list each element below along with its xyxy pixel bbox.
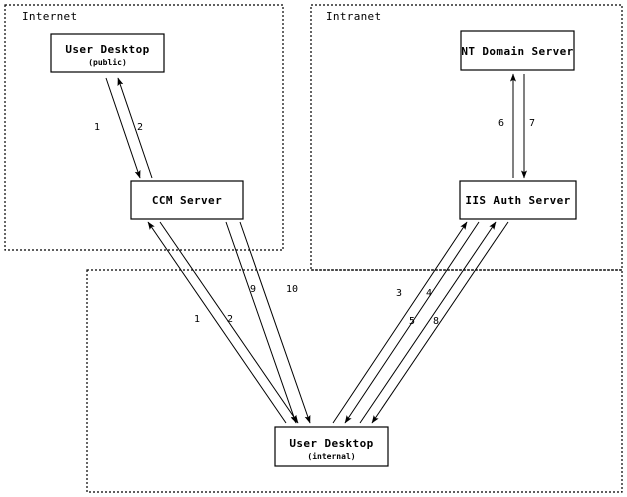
node-user-desktop-internal[interactable]: User Desktop (internal): [274, 426, 389, 467]
node-ccm-server[interactable]: CCM Server: [130, 180, 244, 220]
zone-internet-label: Internet: [22, 10, 77, 23]
flow-line-public-step-1: [105, 77, 141, 179]
zone-lower-boundary: [86, 269, 623, 493]
flow-line-step-3: [332, 221, 468, 424]
flow-line-step-4: [344, 221, 480, 424]
flow-line-step-10: [239, 221, 311, 424]
node-user-desktop-public-subtitle: (public): [88, 57, 127, 67]
node-iis-auth-server-title: IIS Auth Server: [465, 194, 570, 207]
node-nt-domain-server[interactable]: NT Domain Server: [460, 30, 575, 71]
zone-internet-boundary: [4, 4, 284, 251]
flow-line-internal-step-2: [159, 221, 299, 424]
step-label-2-public: 2: [137, 122, 143, 133]
zone-intranet-label: Intranet: [326, 10, 381, 23]
node-user-desktop-internal-subtitle: (internal): [307, 451, 355, 461]
step-label-8: 8: [433, 316, 439, 327]
node-user-desktop-public-title: User Desktop: [65, 43, 149, 56]
flow-line-step-9: [225, 221, 297, 424]
step-label-1-internal: 1: [194, 314, 200, 325]
step-label-10: 10: [286, 284, 298, 295]
node-ccm-server-title: CCM Server: [152, 194, 222, 207]
flow-line-public-step-2: [117, 77, 153, 179]
step-label-1-public: 1: [94, 122, 100, 133]
step-label-5: 5: [409, 316, 415, 327]
node-user-desktop-internal-box: [274, 426, 389, 467]
step-label-4: 4: [426, 288, 432, 299]
node-iis-auth-server[interactable]: IIS Auth Server: [459, 180, 577, 220]
step-label-2-internal: 2: [227, 314, 233, 325]
node-iis-auth-server-box: [459, 180, 577, 220]
flow-line-internal-step-1: [147, 221, 287, 424]
node-user-desktop-public[interactable]: User Desktop (public): [50, 33, 165, 73]
flow-line-step-5: [359, 221, 497, 424]
node-user-desktop-public-box: [50, 33, 165, 73]
step-label-6: 6: [498, 118, 504, 129]
node-nt-domain-server-box: [460, 30, 575, 71]
node-nt-domain-server-title: NT Domain Server: [461, 45, 573, 58]
node-user-desktop-internal-title: User Desktop: [289, 437, 373, 450]
step-label-7: 7: [529, 118, 535, 129]
step-label-3: 3: [396, 288, 402, 299]
step-label-9: 9: [250, 284, 256, 295]
node-ccm-server-box: [130, 180, 244, 220]
flow-line-step-8: [371, 221, 509, 424]
